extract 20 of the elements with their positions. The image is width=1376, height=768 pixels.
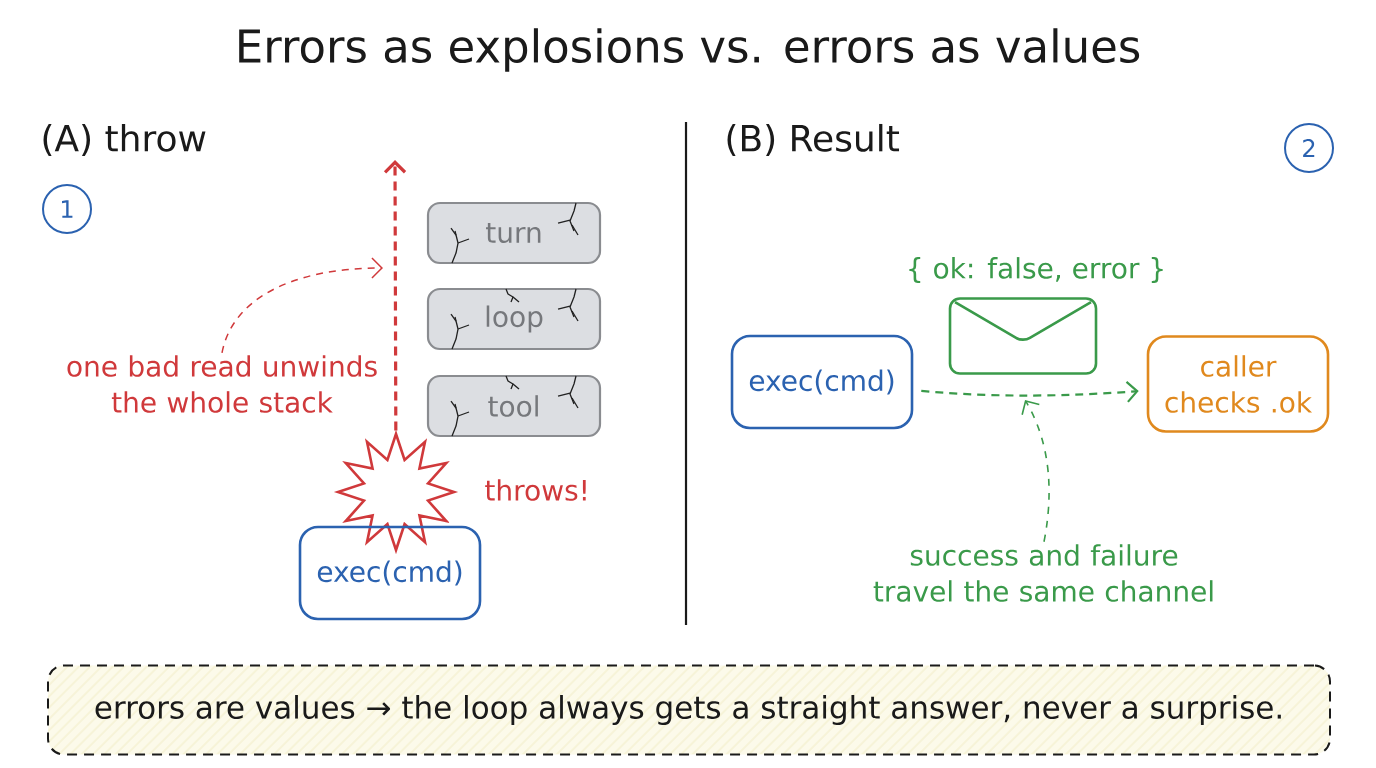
callout-text: throws! [485, 479, 586, 501]
note-banner: errors are values → the loop always gets a straight answer, never a surprise. [47, 664, 1331, 756]
cracked-box: tool [426, 374, 602, 438]
process-box: caller checks .ok [1146, 335, 1330, 433]
title: Errors as explosions vs. errors as values [239, 28, 1140, 72]
section-heading: (B) Result [727, 123, 900, 157]
annotation-text: success and failure travel the same channel [873, 544, 1213, 602]
step-number: 2 [1284, 123, 1334, 173]
cracked-box: turn [426, 201, 602, 265]
dashed-arrow [921, 381, 1139, 403]
process-box: exec(cmd) [298, 525, 482, 621]
step-number: 1 [42, 184, 92, 234]
cracked-box: loop [426, 287, 602, 351]
leader-arrow [1021, 400, 1050, 543]
leader-arrow [221, 257, 383, 354]
process-box: exec(cmd) [730, 334, 914, 430]
callout-text: { ok: false, error } [909, 257, 1163, 283]
annotation-text: one bad read unwinds the whole stack [67, 355, 377, 413]
dashed-arrow [383, 160, 407, 431]
section-heading: (A) throw [43, 123, 206, 157]
